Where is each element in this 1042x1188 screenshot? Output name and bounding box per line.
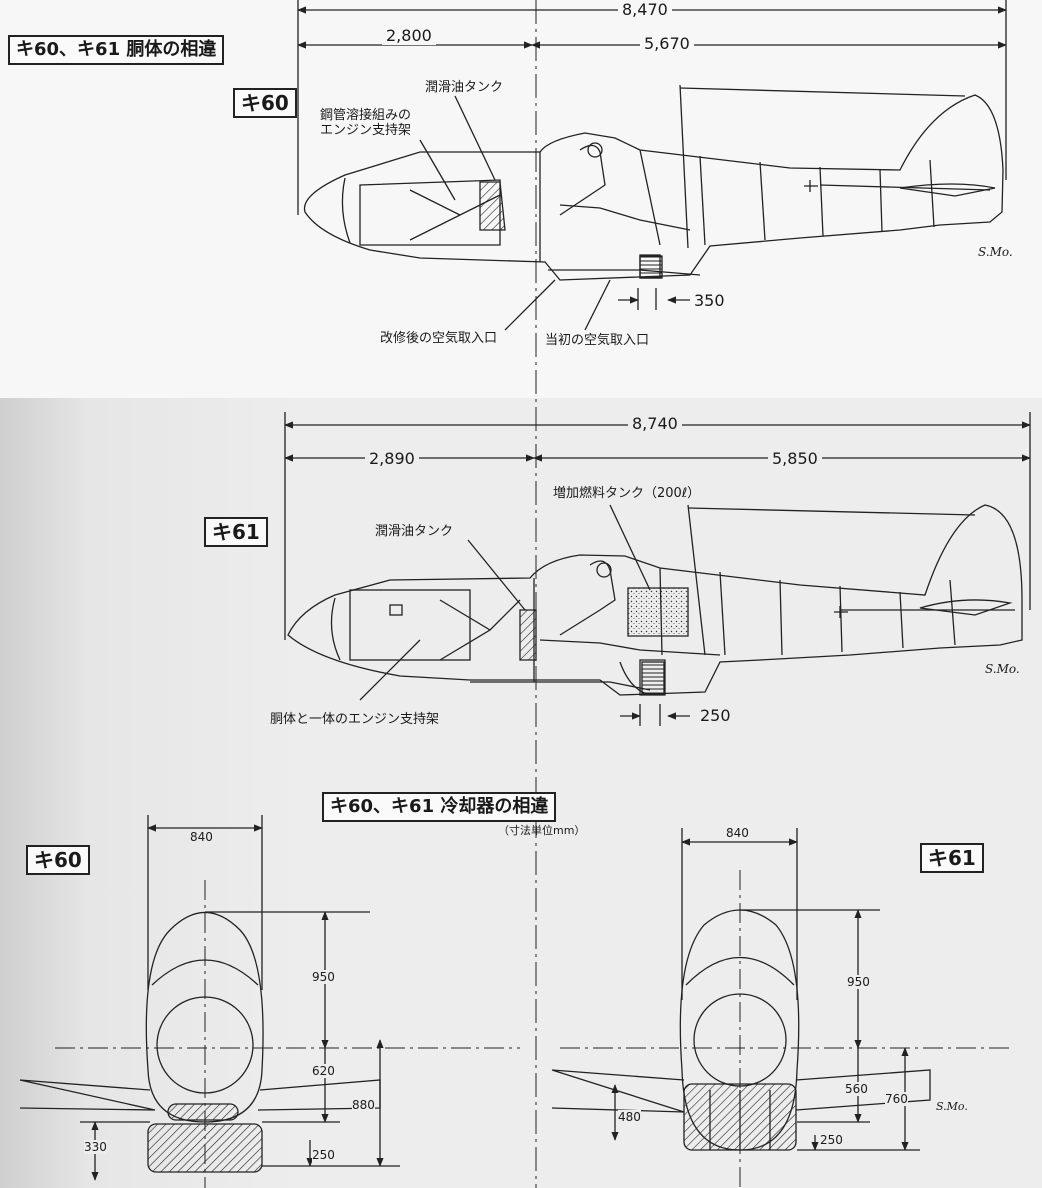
ki60-front-view (19, 815, 520, 1188)
ki60-side-signature: S.Mo. (978, 245, 1013, 259)
ki61-front-view (551, 828, 1010, 1188)
ki61-front-250: 250 (820, 1133, 843, 1147)
ki61-side-signature: S.Mo. (985, 662, 1020, 676)
ki61-extra-fuel-tank-label: 増加燃料タンク（200ℓ） (553, 486, 701, 501)
ki60-rear-length: 5,670 (640, 34, 694, 53)
ki60-intake-offset: 350 (694, 291, 725, 310)
ki61-leaders (359, 504, 651, 701)
ki61-airframe (287, 504, 1023, 696)
ki61-overall-length: 8,740 (628, 414, 682, 433)
ki60-front-length: 2,800 (382, 26, 436, 45)
ki61-front-480: 480 (618, 1110, 641, 1124)
ki60-engine-mount-label: 鋼管溶接組みの エンジン支持架 (320, 108, 412, 138)
upper-sheet (0, 0, 1042, 398)
ki61-front-label: キ61 (920, 843, 984, 873)
radiator-compare-title: キ60、キ61 冷却器の相違 (322, 792, 557, 822)
ki60-leaders (419, 95, 611, 331)
ki61-engine-mount-label: 胴体と一体のエンジン支持架 (270, 712, 440, 727)
ki60-front-250: 250 (312, 1148, 335, 1162)
ki61-intake-offset: 250 (700, 706, 731, 725)
ki61-front-width: 840 (726, 826, 749, 840)
ki60-overall-length: 8,470 (618, 0, 672, 19)
ki60-front-330: 330 (84, 1140, 107, 1154)
ki60-front-950: 950 (312, 970, 335, 984)
fuselage-compare-title: キ60、キ61 胴体の相違 (8, 35, 225, 65)
ki61-front-950: 950 (847, 975, 870, 989)
ki60-front-width: 840 (190, 830, 213, 844)
ki61-front-560: 560 (845, 1082, 868, 1096)
ki61-oil-tank-label: 潤滑油タンク (375, 524, 454, 539)
ki60-original-intake-label: 当初の空気取入口 (545, 333, 650, 348)
ki61-side-label: キ61 (204, 517, 268, 547)
ki60-side-label: キ60 (233, 88, 297, 118)
ki60-oil-tank-label: 潤滑油タンク (425, 80, 504, 95)
ki60-front-620: 620 (312, 1064, 335, 1078)
ki60-modified-intake-label: 改修後の空気取入口 (380, 331, 498, 346)
ki61-rear-length: 5,850 (768, 449, 822, 468)
ki60-airframe (303, 84, 1004, 281)
ki60-front-880: 880 (352, 1098, 375, 1112)
ki61-front-length: 2,890 (365, 449, 419, 468)
units-note: （寸法単位mm） (498, 824, 586, 837)
ki61-front-760: 760 (885, 1092, 908, 1106)
ki60-front-label: キ60 (26, 845, 90, 875)
ki61-front-signature: S.Mo. (936, 1100, 968, 1113)
